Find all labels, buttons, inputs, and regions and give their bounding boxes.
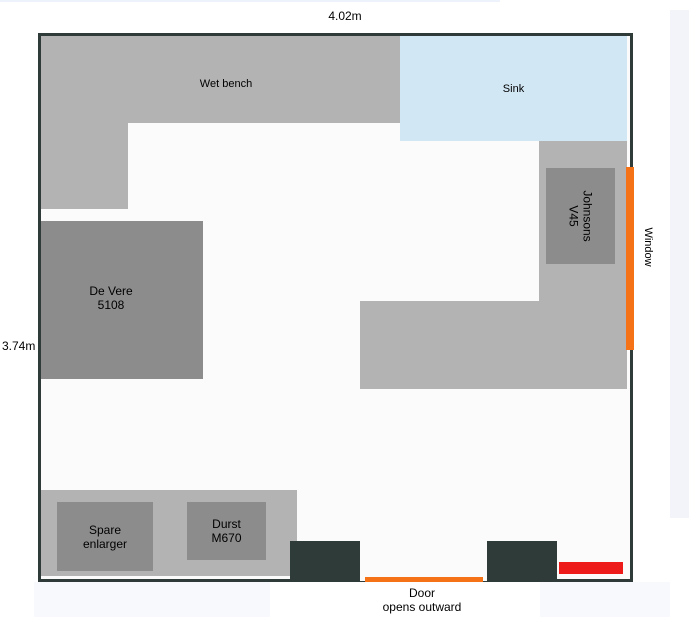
- de-vere-label-line2: 5108: [97, 298, 125, 312]
- window-label: Window: [642, 227, 654, 267]
- background-panel-top: [0, 0, 500, 2]
- wet-bench-side: [41, 123, 128, 209]
- height-dimension-label: 3.74m: [2, 339, 36, 353]
- durst-enlarger: Durst M670: [187, 502, 266, 560]
- spare-enlarger: Spare enlarger: [57, 502, 153, 571]
- wet-bench-label: Wet bench: [199, 78, 253, 90]
- width-dimension-label: 4.02m: [328, 9, 362, 23]
- red-marker: [559, 562, 623, 574]
- door-label: Door opens outward: [372, 586, 472, 614]
- sink-label: Sink: [502, 82, 525, 95]
- right-bench-lower: [360, 301, 627, 389]
- sink: Sink: [400, 36, 627, 141]
- wet-bench-top: [41, 36, 400, 123]
- johnsons-enlarger: Johnsons V45: [546, 168, 615, 264]
- de-vere-label-line1: De Vere: [89, 284, 133, 298]
- durst-label-line1: Durst: [212, 517, 241, 531]
- door-label-line1: Door: [408, 586, 435, 600]
- door: [365, 577, 483, 582]
- background-panel-bottom-left: [34, 582, 270, 617]
- spare-enlarger-label-line1: Spare: [88, 522, 122, 537]
- window: [626, 167, 634, 350]
- background-panel-bottom-right: [540, 582, 670, 617]
- johnsons-label-line2: V45: [566, 205, 581, 227]
- door-jamb-right: [487, 541, 557, 579]
- door-label-line2: opens outward: [382, 600, 462, 614]
- durst-label-line2: M670: [211, 531, 242, 545]
- door-jamb-left: [290, 541, 360, 579]
- spare-enlarger-label-line2: enlarger: [82, 536, 128, 551]
- background-panel-right: [670, 10, 689, 518]
- johnsons-label-line1: Johnsons: [580, 190, 595, 242]
- de-vere-enlarger: De Vere 5108: [41, 221, 203, 379]
